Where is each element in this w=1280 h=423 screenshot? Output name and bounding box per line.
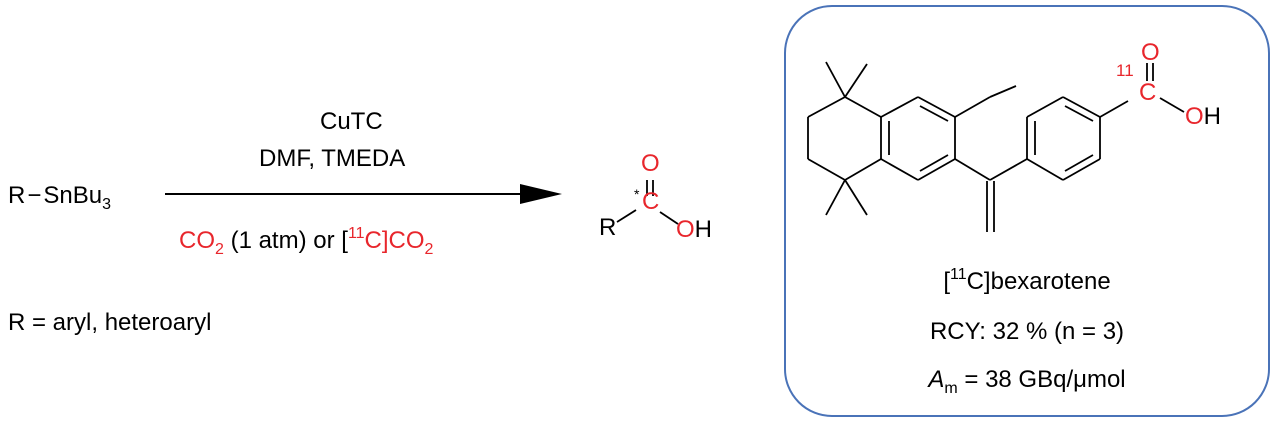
product-carbon: C <box>642 188 660 215</box>
co2b-subscript: 2 <box>424 241 434 258</box>
target-rcy: RCY: 32 % (n = 3) <box>929 318 1125 345</box>
scope-text: R = aryl, heteroaryl <box>8 309 212 336</box>
product-oh: OH <box>676 216 713 243</box>
product-bond-c-oh <box>659 211 679 225</box>
bexarotene-box <box>784 5 1270 417</box>
reactant-dash: − <box>27 182 42 209</box>
c-bracket: C] <box>364 227 389 254</box>
co2-conditions: CO2 (1 atm) or [11C]CO2 <box>179 225 434 258</box>
co2b-label: CO <box>388 227 425 254</box>
name-isotope: 11 <box>949 266 967 283</box>
reaction-arrow-head <box>520 184 562 204</box>
product-r: R <box>599 214 617 241</box>
target-isotope-label: 11 <box>1116 61 1134 80</box>
target-oxygen-label: O <box>1141 39 1160 66</box>
reactant-sub: 3 <box>102 196 111 213</box>
product-oxygen: O <box>641 150 660 177</box>
am-symbol: A <box>928 366 945 393</box>
product-star: * <box>634 186 640 202</box>
co2-subscript: 2 <box>215 241 224 258</box>
am-subscript: m <box>944 380 958 397</box>
isotope-sup: 11 <box>347 225 365 242</box>
bexarotene-structure <box>807 61 1185 232</box>
reagent-solvents: DMF, TMEDA <box>259 145 406 172</box>
am-value: = 38 GBq/μmol <box>957 366 1126 393</box>
reactant-label: R−SnBu3 <box>8 182 111 213</box>
target-hydroxyl-label: OH <box>1185 103 1221 130</box>
product-bond-r-c <box>616 209 637 223</box>
target-carbon-label: C <box>1139 79 1156 106</box>
name-bracket: [ <box>943 268 950 295</box>
co2-note: (1 atm) or [ <box>223 227 348 254</box>
target-name: [11C]bexarotene <box>784 266 1270 296</box>
name-rest: C]bexarotene <box>966 268 1111 295</box>
reactant-r: R <box>8 182 26 209</box>
co2-label: CO <box>179 227 215 254</box>
reactant-sn: SnBu <box>43 182 103 209</box>
reagent-cutc: CuTC <box>320 108 383 135</box>
target-molar-activity: Am = 38 GBq/μmol <box>784 366 1270 397</box>
